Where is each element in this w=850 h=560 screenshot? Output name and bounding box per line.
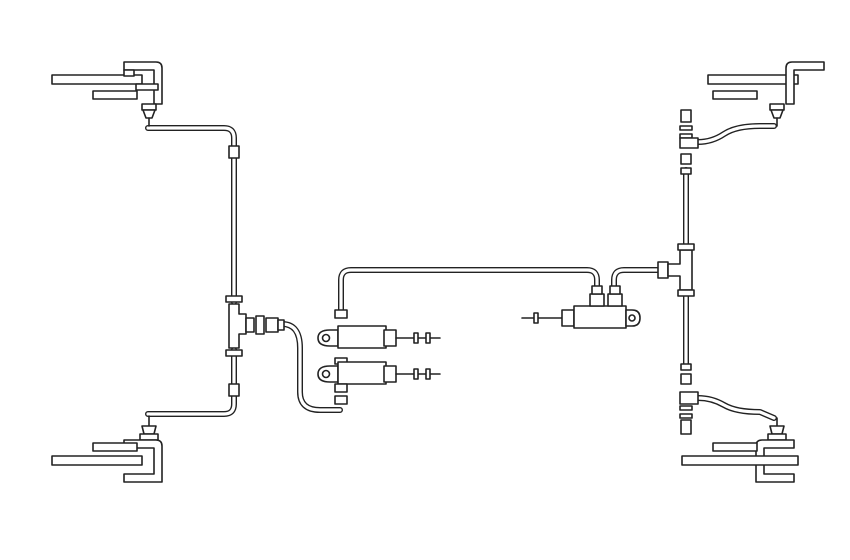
dual-master-cylinders — [317, 309, 441, 405]
right-lower-hose — [695, 395, 777, 421]
right-feed-line — [611, 267, 663, 297]
left-tee-junction — [225, 295, 285, 357]
brake-lines — [145, 123, 777, 421]
left-upper-line — [145, 125, 237, 305]
right-line-fittings — [679, 109, 699, 435]
single-master-cylinder — [521, 285, 641, 329]
left-line-fittings — [228, 145, 240, 397]
cross-line — [338, 267, 600, 315]
right-upper-hose — [695, 123, 777, 145]
front-right-caliper — [707, 61, 825, 127]
rear-right-caliper — [681, 417, 799, 483]
left-lower-line — [145, 347, 237, 417]
master-cylinder-upper — [317, 309, 441, 349]
front-left-caliper — [51, 61, 163, 127]
left-to-master-line — [279, 321, 343, 413]
rear-left-caliper — [51, 415, 163, 483]
master-cylinder-lower — [317, 357, 441, 405]
right-tee-junction — [657, 243, 695, 297]
